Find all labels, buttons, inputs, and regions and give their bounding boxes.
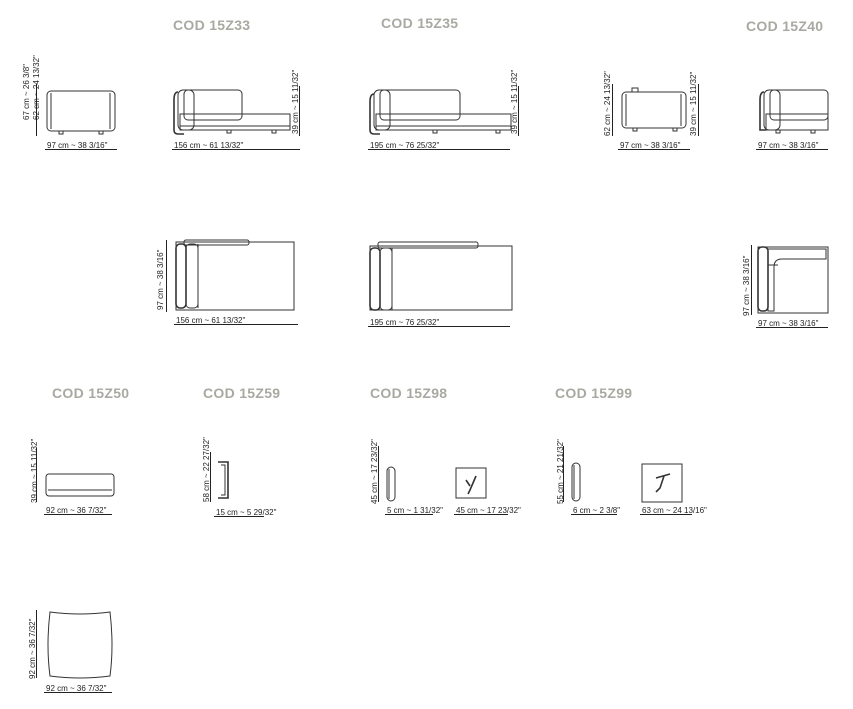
module-front-drawing [46, 90, 116, 135]
cushion-front-drawing [641, 463, 683, 503]
title-15z35: COD 15Z35 [381, 15, 459, 31]
title-15z40: COD 15Z40 [746, 18, 824, 34]
dim-height-55: 55 cm ~ 21 21/32" [556, 439, 565, 504]
dim-height-39: 39 cm ~ 15 11/32" [291, 69, 300, 134]
ottoman-front-drawing [45, 473, 115, 497]
dim-width-97: 97 cm ~ 38 3/16" [620, 141, 681, 150]
dim-width-97: 97 cm ~ 38 3/16" [758, 141, 819, 150]
dim-width-195: 195 cm ~ 76 25/32" [370, 141, 440, 150]
title-15z50: COD 15Z50 [52, 385, 130, 401]
ottoman-plan-drawing [47, 611, 113, 679]
dim-width-15: 15 cm ~ 5 29/32" [216, 508, 277, 517]
dim-width-195: 195 cm ~ 76 25/32" [370, 318, 440, 327]
dim-height-45: 45 cm ~ 17 23/32" [370, 439, 379, 504]
dim-depth-97: 97 cm ~ 38 3/16" [742, 255, 751, 316]
bracket-drawing [218, 461, 229, 499]
dim-height-67: 67 cm ~ 26 3/8" [22, 64, 31, 120]
dim-height-39: 39 cm ~ 15 11/32" [30, 438, 39, 503]
dim-width-156: 156 cm ~ 61 13/32" [176, 316, 246, 325]
dim-height-58: 58 cm ~ 22 27/32" [202, 437, 211, 502]
dim-height-39: 39 cm ~ 15 11/32" [510, 69, 519, 134]
chaise-plan-drawing [175, 239, 295, 311]
dim-width-92: 92 cm ~ 36 7/32" [46, 684, 107, 693]
dim-height-62: 62 cm ~ 24 13/32" [32, 55, 41, 120]
dim-width-45: 45 cm ~ 17 23/32" [456, 506, 521, 515]
dim-width-156: 156 cm ~ 61 13/32" [174, 141, 244, 150]
dim-depth-97: 97 cm ~ 38 3/16" [156, 249, 165, 310]
module-front-drawing [621, 87, 687, 132]
corner-front-drawing [759, 89, 829, 134]
dim-width-6: 6 cm ~ 2 3/8" [573, 506, 621, 515]
dim-width-92: 92 cm ~ 36 7/32" [46, 506, 107, 515]
title-15z98: COD 15Z98 [370, 385, 448, 401]
cushion-side-drawing [571, 462, 581, 502]
chaise-front-drawing [173, 89, 291, 135]
dim-width-63: 63 cm ~ 24 13/16" [642, 506, 707, 515]
cushion-side-drawing [386, 466, 396, 502]
title-15z33: COD 15Z33 [173, 17, 251, 33]
long-chaise-plan-drawing [369, 241, 513, 311]
dim-height-62: 62 cm ~ 24 13/32" [603, 71, 612, 136]
long-chaise-front-drawing [369, 89, 512, 135]
title-15z99: COD 15Z99 [555, 385, 633, 401]
dim-height-39: 39 cm ~ 15 11/32" [689, 71, 698, 136]
corner-plan-drawing [757, 246, 829, 314]
dim-depth-92: 92 cm ~ 36 7/32" [28, 618, 37, 679]
cushion-front-drawing [455, 467, 487, 499]
dim-width-97: 97 cm ~ 38 3/16" [47, 141, 108, 150]
title-15z59: COD 15Z59 [203, 385, 281, 401]
dim-width-97: 97 cm ~ 38 3/16" [758, 319, 819, 328]
dim-width-5: 5 cm ~ 1 31/32" [387, 506, 443, 515]
